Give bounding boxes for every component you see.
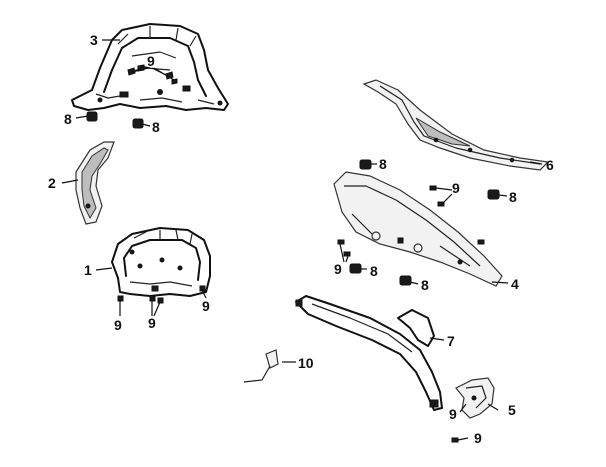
- callout-8-left-top: 8: [64, 111, 72, 127]
- grommet-8-e: [349, 263, 362, 274]
- callout-3: 3: [90, 32, 98, 48]
- callout-8-right: 8: [509, 189, 517, 205]
- callout-1: 1: [84, 262, 92, 278]
- callout-labels: 3 9 8 8 2 1 9 9 9 6 8 9 8 9 8 8 4 7 10 5…: [48, 32, 554, 446]
- screws-part-3: [127, 64, 178, 85]
- callout-9-mid: 9: [334, 261, 342, 277]
- callout-8-mid: 8: [370, 263, 378, 279]
- callout-9-bottom-right: 9: [202, 298, 210, 314]
- grommet-8-b: [132, 118, 144, 129]
- callout-9-right: 9: [452, 180, 460, 196]
- part-10-clip: [243, 349, 279, 383]
- callout-7: 7: [447, 333, 455, 349]
- grommet-8-f: [399, 275, 412, 286]
- callout-10: 10: [298, 355, 314, 371]
- callout-9-lower-right: 9: [449, 406, 457, 422]
- part-3-upper-frame: [71, 23, 229, 111]
- part-4-side-cover: [333, 171, 503, 287]
- callout-5: 5: [508, 402, 516, 418]
- part-7-grab-rail: [295, 295, 443, 411]
- part-5-small-bracket: [451, 377, 495, 443]
- callout-9-bottom: 9: [474, 430, 482, 446]
- callout-2: 2: [48, 175, 56, 191]
- grommet-8-a: [86, 111, 98, 122]
- part-6-upper-cover: [362, 79, 550, 171]
- callout-9-bottom-left: 9: [114, 317, 122, 333]
- leader-lines: [61, 39, 543, 441]
- part-1-lower-frame: [111, 227, 211, 297]
- callout-4: 4: [511, 276, 519, 292]
- grommet-8-c: [359, 159, 372, 170]
- callout-8-mid-lower: 8: [421, 277, 429, 293]
- part-2-side-trim: [75, 141, 115, 225]
- callout-8-mid-top: 8: [152, 119, 160, 135]
- grommet-8-d: [487, 189, 500, 200]
- callout-8-right-top: 8: [379, 156, 387, 172]
- callout-9-top: 9: [147, 53, 155, 69]
- callout-6: 6: [546, 157, 554, 173]
- callout-9-bottom-mid: 9: [148, 315, 156, 331]
- screws-part-1: [117, 285, 206, 304]
